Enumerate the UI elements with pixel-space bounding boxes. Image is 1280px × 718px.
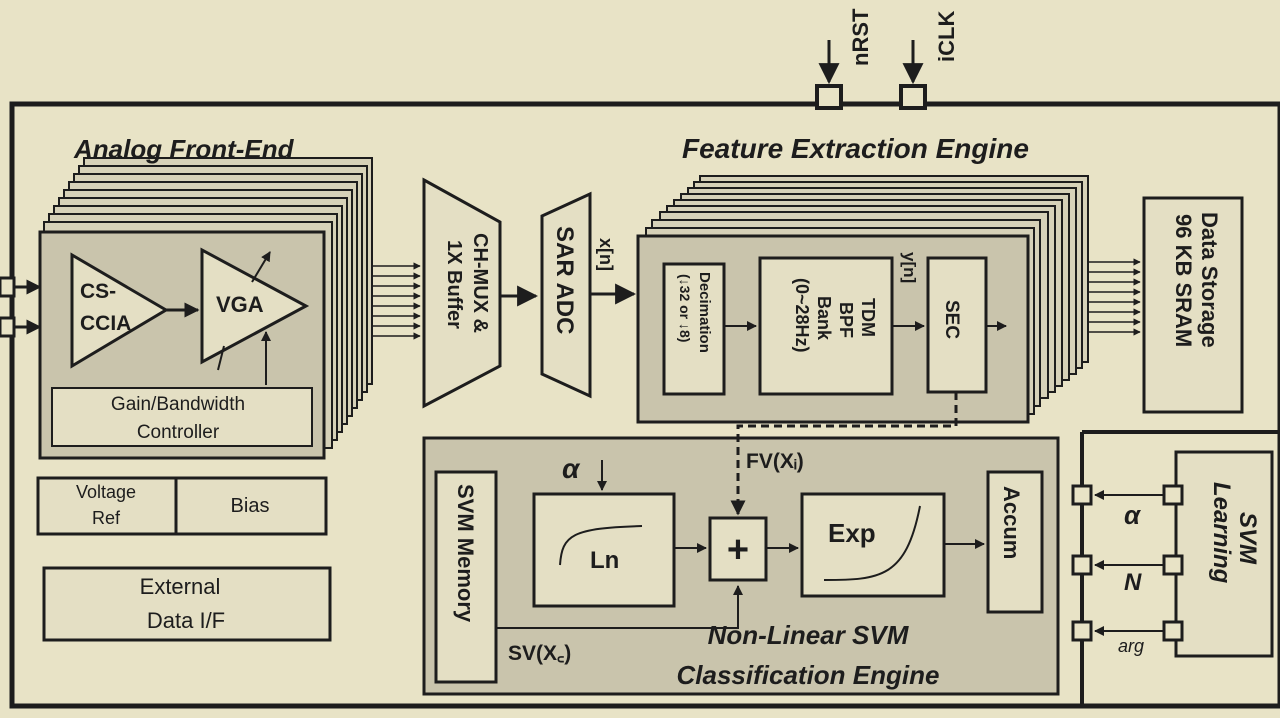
svm-memory-label: SVM Memory [453,484,478,623]
external-line1: External [140,574,221,599]
ln-label: Ln [590,547,619,574]
adc-label: SAR ADC [551,226,578,334]
bpf-line4: (0~28Hz) [792,278,812,353]
vga-amplifier: VGA [200,247,310,385]
sec-label: SEC [941,300,962,339]
iclk-label: iCLK [934,11,959,62]
decimation-line2: (↓32 or ↓8) [677,274,693,342]
chip-border [9,101,1280,709]
bpf-line3: Bank [814,296,834,341]
vga-label: VGA [216,292,264,317]
afe-title: Analog Front-End [73,134,295,164]
svm-engine-title-line2: Classification Engine [677,660,940,690]
alpha-pin-right[interactable] [1162,484,1184,506]
voltage-ref-line2: Ref [92,508,121,528]
nrst-label: nRST [848,8,873,66]
iclk-pin[interactable] [899,84,927,110]
arg-pin-right[interactable] [1162,620,1184,642]
voltage-ref-line1: Voltage [76,482,136,502]
svm-learning-region: SVM Learning [1080,430,1280,706]
n-pin-left[interactable] [1071,554,1093,576]
top-pins: nRST iCLK [815,8,959,110]
voltage-ref-bias: Voltage Ref Bias [36,476,328,536]
bpf-line1: TDM [858,298,878,337]
tdm-bpf-bank: TDM BPF Bank (0~28Hz) [758,256,894,396]
decimation-line1: Decimation [696,272,713,353]
ch-mux-buffer: CH-MUX & 1X Buffer [422,177,502,409]
yn-label: y[n] [900,252,919,283]
feature-title: Feature Extraction Engine [682,133,1029,164]
bpf-line2: BPF [836,302,856,338]
mux-line1: CH-MUX & [469,233,491,333]
data-storage-line2: 96 KB SRAM [1171,214,1196,347]
bias-label: Bias [231,495,270,517]
alpha-pin-left[interactable] [1071,484,1093,506]
afe-to-mux-bus [372,262,421,340]
adder-symbol: + [727,529,749,571]
svm-learning-title-line2: Learning [1208,482,1235,584]
decimation-block: Decimation (↓32 or ↓8) [662,262,726,396]
data-storage-line1: Data Storage [1197,212,1222,348]
accum-block: Accum [986,470,1044,614]
n-pin-right[interactable] [1162,554,1184,576]
external-data-interface: External Data I/F [42,566,332,642]
adder-block: + [708,516,768,582]
external-line2: Data I/F [147,608,225,633]
learning-pins: α N arg [1071,484,1184,656]
learning-n-label: N [1124,569,1142,596]
cs-ccia-line2: CCIA [80,312,131,335]
data-storage-sram: Data Storage 96 KB SRAM [1142,196,1244,414]
nrst-pin[interactable] [815,84,843,110]
learning-alpha-label: α [1124,500,1142,530]
arg-pin-left[interactable] [1071,620,1093,642]
fv-label: FV(Xᵢ) [746,450,804,473]
svm-engine-title-line1: Non-Linear SVM [708,620,910,650]
sv-label: SV(X꜀) [508,642,571,665]
sec-block: SEC [926,256,988,394]
ln-block: Ln [532,492,676,608]
gain-bw-line1: Gain/Bandwidth [111,394,245,415]
cs-ccia-line1: CS- [80,280,116,303]
svm-memory: SVM Memory [434,470,498,684]
exp-block: Exp [800,492,946,598]
accum-label: Accum [999,486,1024,559]
gain-bandwidth-controller: Gain/Bandwidth Controller [51,387,313,447]
feature-to-storage-bus [1088,258,1141,336]
cs-ccia-amplifier: CS- CCIA [70,252,169,369]
mux-line2: 1X Buffer [443,240,465,329]
xn-label: x[n] [596,238,616,271]
learning-arg-label: arg [1118,636,1144,656]
sar-adc: SAR ADC [540,191,592,399]
exp-label: Exp [828,518,876,548]
svm-learning-title-line1: SVM [1234,512,1261,565]
svm-alpha-label: α [562,453,581,484]
left-input-pins [0,276,42,338]
svm-classification-engine: Non-Linear SVM Classification Engine [422,436,1060,696]
gain-bw-line2: Controller [137,422,220,443]
